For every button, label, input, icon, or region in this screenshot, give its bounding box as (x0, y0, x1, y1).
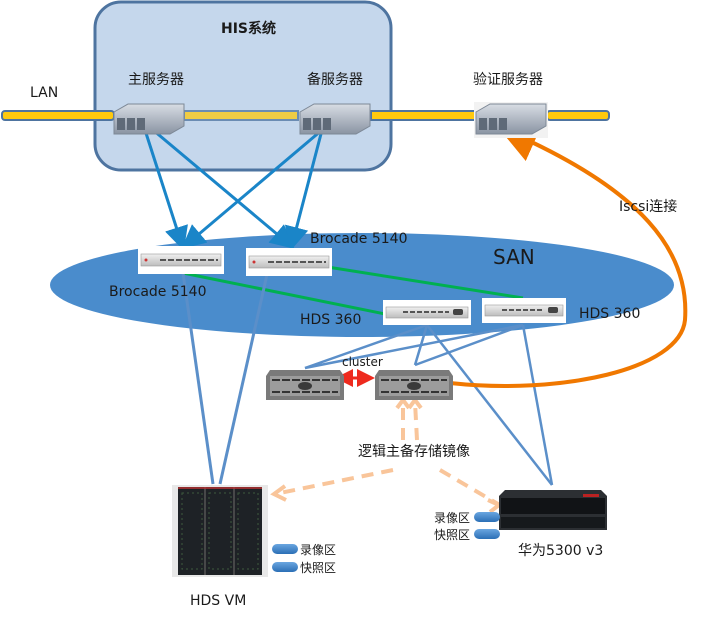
his-system-title: HIS系统 (221, 21, 277, 37)
hds360-switch-2-icon (482, 298, 566, 323)
iscsi-label: Iscsi连接 (619, 199, 678, 215)
hds-vm-snapshot-volume-label: 快照区 (300, 561, 337, 575)
huawei-snapshot-volume-icon (474, 529, 500, 539)
hds360-switch-1-icon (383, 300, 471, 325)
iscsi-link (449, 124, 688, 388)
fc-links (143, 128, 324, 251)
primary-server-label: 主服务器 (128, 72, 184, 88)
standby-server-icon (299, 103, 371, 135)
huawei-volumes (474, 512, 500, 539)
huawei-recording-volume-icon (474, 512, 500, 522)
hds360-links (304, 323, 554, 486)
brocade-switch-2-label: Brocade 5140 (310, 231, 408, 247)
hds-vm-recording-volume-icon (272, 544, 298, 554)
lan-label: LAN (30, 85, 59, 101)
hds-vm-recording-volume-label: 录像区 (300, 543, 337, 557)
huawei-snapshot-volume-label: 快照区 (434, 528, 471, 542)
hds-vm-label: HDS VM (190, 593, 247, 609)
brocade-switch-1-icon (138, 246, 224, 274)
huawei-recording-volume-label: 录像区 (434, 511, 471, 525)
hds-vm-snapshot-volume-icon (272, 562, 298, 572)
auth-server-icon (474, 102, 548, 138)
isl-links (182, 263, 524, 316)
huawei-5300-storage-icon (499, 490, 607, 530)
hds-vm-storage-icon (172, 485, 268, 577)
auth-server-label: 验证服务器 (473, 72, 543, 88)
hds360-switch-1-label: HDS 360 (300, 312, 362, 328)
cluster-label: cluster (342, 355, 383, 369)
storage-server-1-icon (266, 370, 344, 400)
mirror-label: 逻辑主备存储镜像 (358, 444, 470, 460)
hds-vm-volumes (272, 544, 298, 572)
storage-server-2-icon (375, 370, 453, 400)
mirror-links (274, 401, 500, 506)
primary-server-icon (113, 103, 185, 135)
san-label: SAN (493, 245, 535, 269)
brocade-switch-1-label: Brocade 5140 (109, 284, 207, 300)
hds360-switch-2-label: HDS 360 (579, 306, 641, 322)
brocade-switch-2-icon (246, 248, 332, 276)
huawei-label: 华为5300 v3 (518, 543, 604, 559)
brocade-to-hdsvm-links (181, 269, 270, 485)
standby-server-label: 备服务器 (307, 72, 363, 88)
